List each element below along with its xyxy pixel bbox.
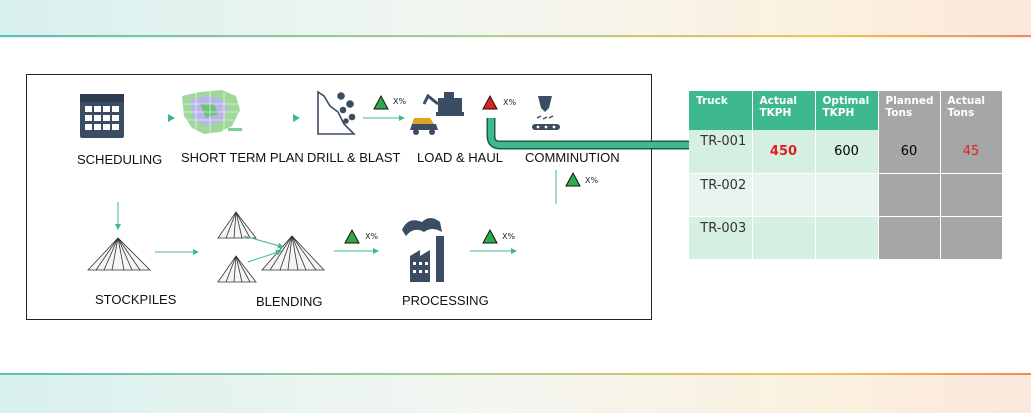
arrow-blend-1 xyxy=(243,235,284,249)
label-comminution: COMMINUTION xyxy=(525,150,620,165)
label-short-term-plan: SHORT TERM PLAN xyxy=(181,150,304,165)
header-actual-tkph: Actual TKPH xyxy=(752,91,816,130)
cell-optimal-tkph xyxy=(815,216,879,260)
up-triangle-green-icon xyxy=(344,228,360,244)
delta-label-processing: X% xyxy=(502,232,516,241)
label-load-haul: LOAD & HAUL xyxy=(417,150,503,165)
table-row: TR-002 xyxy=(689,173,1003,217)
arrow-head-2 xyxy=(293,114,300,122)
cell-actual-tkph: 450 xyxy=(752,130,816,174)
stockpile-icon xyxy=(87,237,151,271)
label-processing: PROCESSING xyxy=(402,293,489,308)
up-triangle-green-icon xyxy=(482,228,498,244)
crusher-conveyor-icon xyxy=(532,96,560,130)
bottom-gradient-band xyxy=(0,375,1031,413)
drill-blast-icon xyxy=(317,90,356,135)
blending-piles-icon xyxy=(217,211,325,283)
delta-label-haul: X% xyxy=(503,98,517,107)
up-triangle-red-icon xyxy=(482,94,498,110)
up-triangle-green-icon xyxy=(565,171,581,187)
header-truck: Truck xyxy=(689,91,753,130)
arrow-blend-2 xyxy=(247,249,282,263)
table-row: TR-003 xyxy=(689,216,1003,260)
cell-actual-tkph xyxy=(752,216,816,260)
label-drill-blast: DRILL & BLAST xyxy=(307,150,401,165)
up-triangle-green-icon xyxy=(373,94,389,110)
cell-actual-tkph xyxy=(752,173,816,217)
table-header-row: Truck Actual TKPH Optimal TKPH Planned T… xyxy=(689,91,1003,130)
top-gradient-line xyxy=(0,35,1031,37)
mine-plan-map-icon xyxy=(182,90,242,134)
cell-optimal-tkph: 600 xyxy=(815,130,879,174)
header-planned-tons: Planned Tons xyxy=(878,91,941,130)
label-blending: BLENDING xyxy=(256,294,323,309)
cell-actual-tons xyxy=(940,173,1003,217)
bottom-gradient-line xyxy=(0,373,1031,375)
label-scheduling: SCHEDULING xyxy=(77,152,163,167)
cell-truck: TR-003 xyxy=(689,216,753,260)
label-stockpiles: STOCKPILES xyxy=(95,292,177,307)
header-optimal-tkph: Optimal TKPH xyxy=(815,91,879,130)
delta-label-comminution: X% xyxy=(585,176,599,185)
cell-planned-tons xyxy=(878,216,941,260)
cell-actual-tons: 45 xyxy=(940,130,1003,174)
cell-actual-tons xyxy=(940,216,1003,260)
calendar-icon xyxy=(80,94,124,138)
excavator-truck-icon xyxy=(410,92,464,135)
delta-label-drill: X% xyxy=(393,97,407,106)
cell-planned-tons xyxy=(878,173,941,217)
header-actual-tons: Actual Tons xyxy=(940,91,1003,130)
factory-icon xyxy=(402,218,444,282)
cell-truck: TR-002 xyxy=(689,173,753,217)
cell-planned-tons: 60 xyxy=(878,130,941,174)
top-gradient-band xyxy=(0,0,1031,38)
table-row: TR-001 450 600 60 45 xyxy=(689,130,1003,174)
callout-arrow xyxy=(488,118,944,148)
cell-optimal-tkph xyxy=(815,173,879,217)
arrow-head-1 xyxy=(168,114,175,122)
truck-kpi-table: Truck Actual TKPH Optimal TKPH Planned T… xyxy=(689,91,1003,260)
cell-truck: TR-001 xyxy=(689,130,753,174)
delta-label-blending: X% xyxy=(365,232,379,241)
